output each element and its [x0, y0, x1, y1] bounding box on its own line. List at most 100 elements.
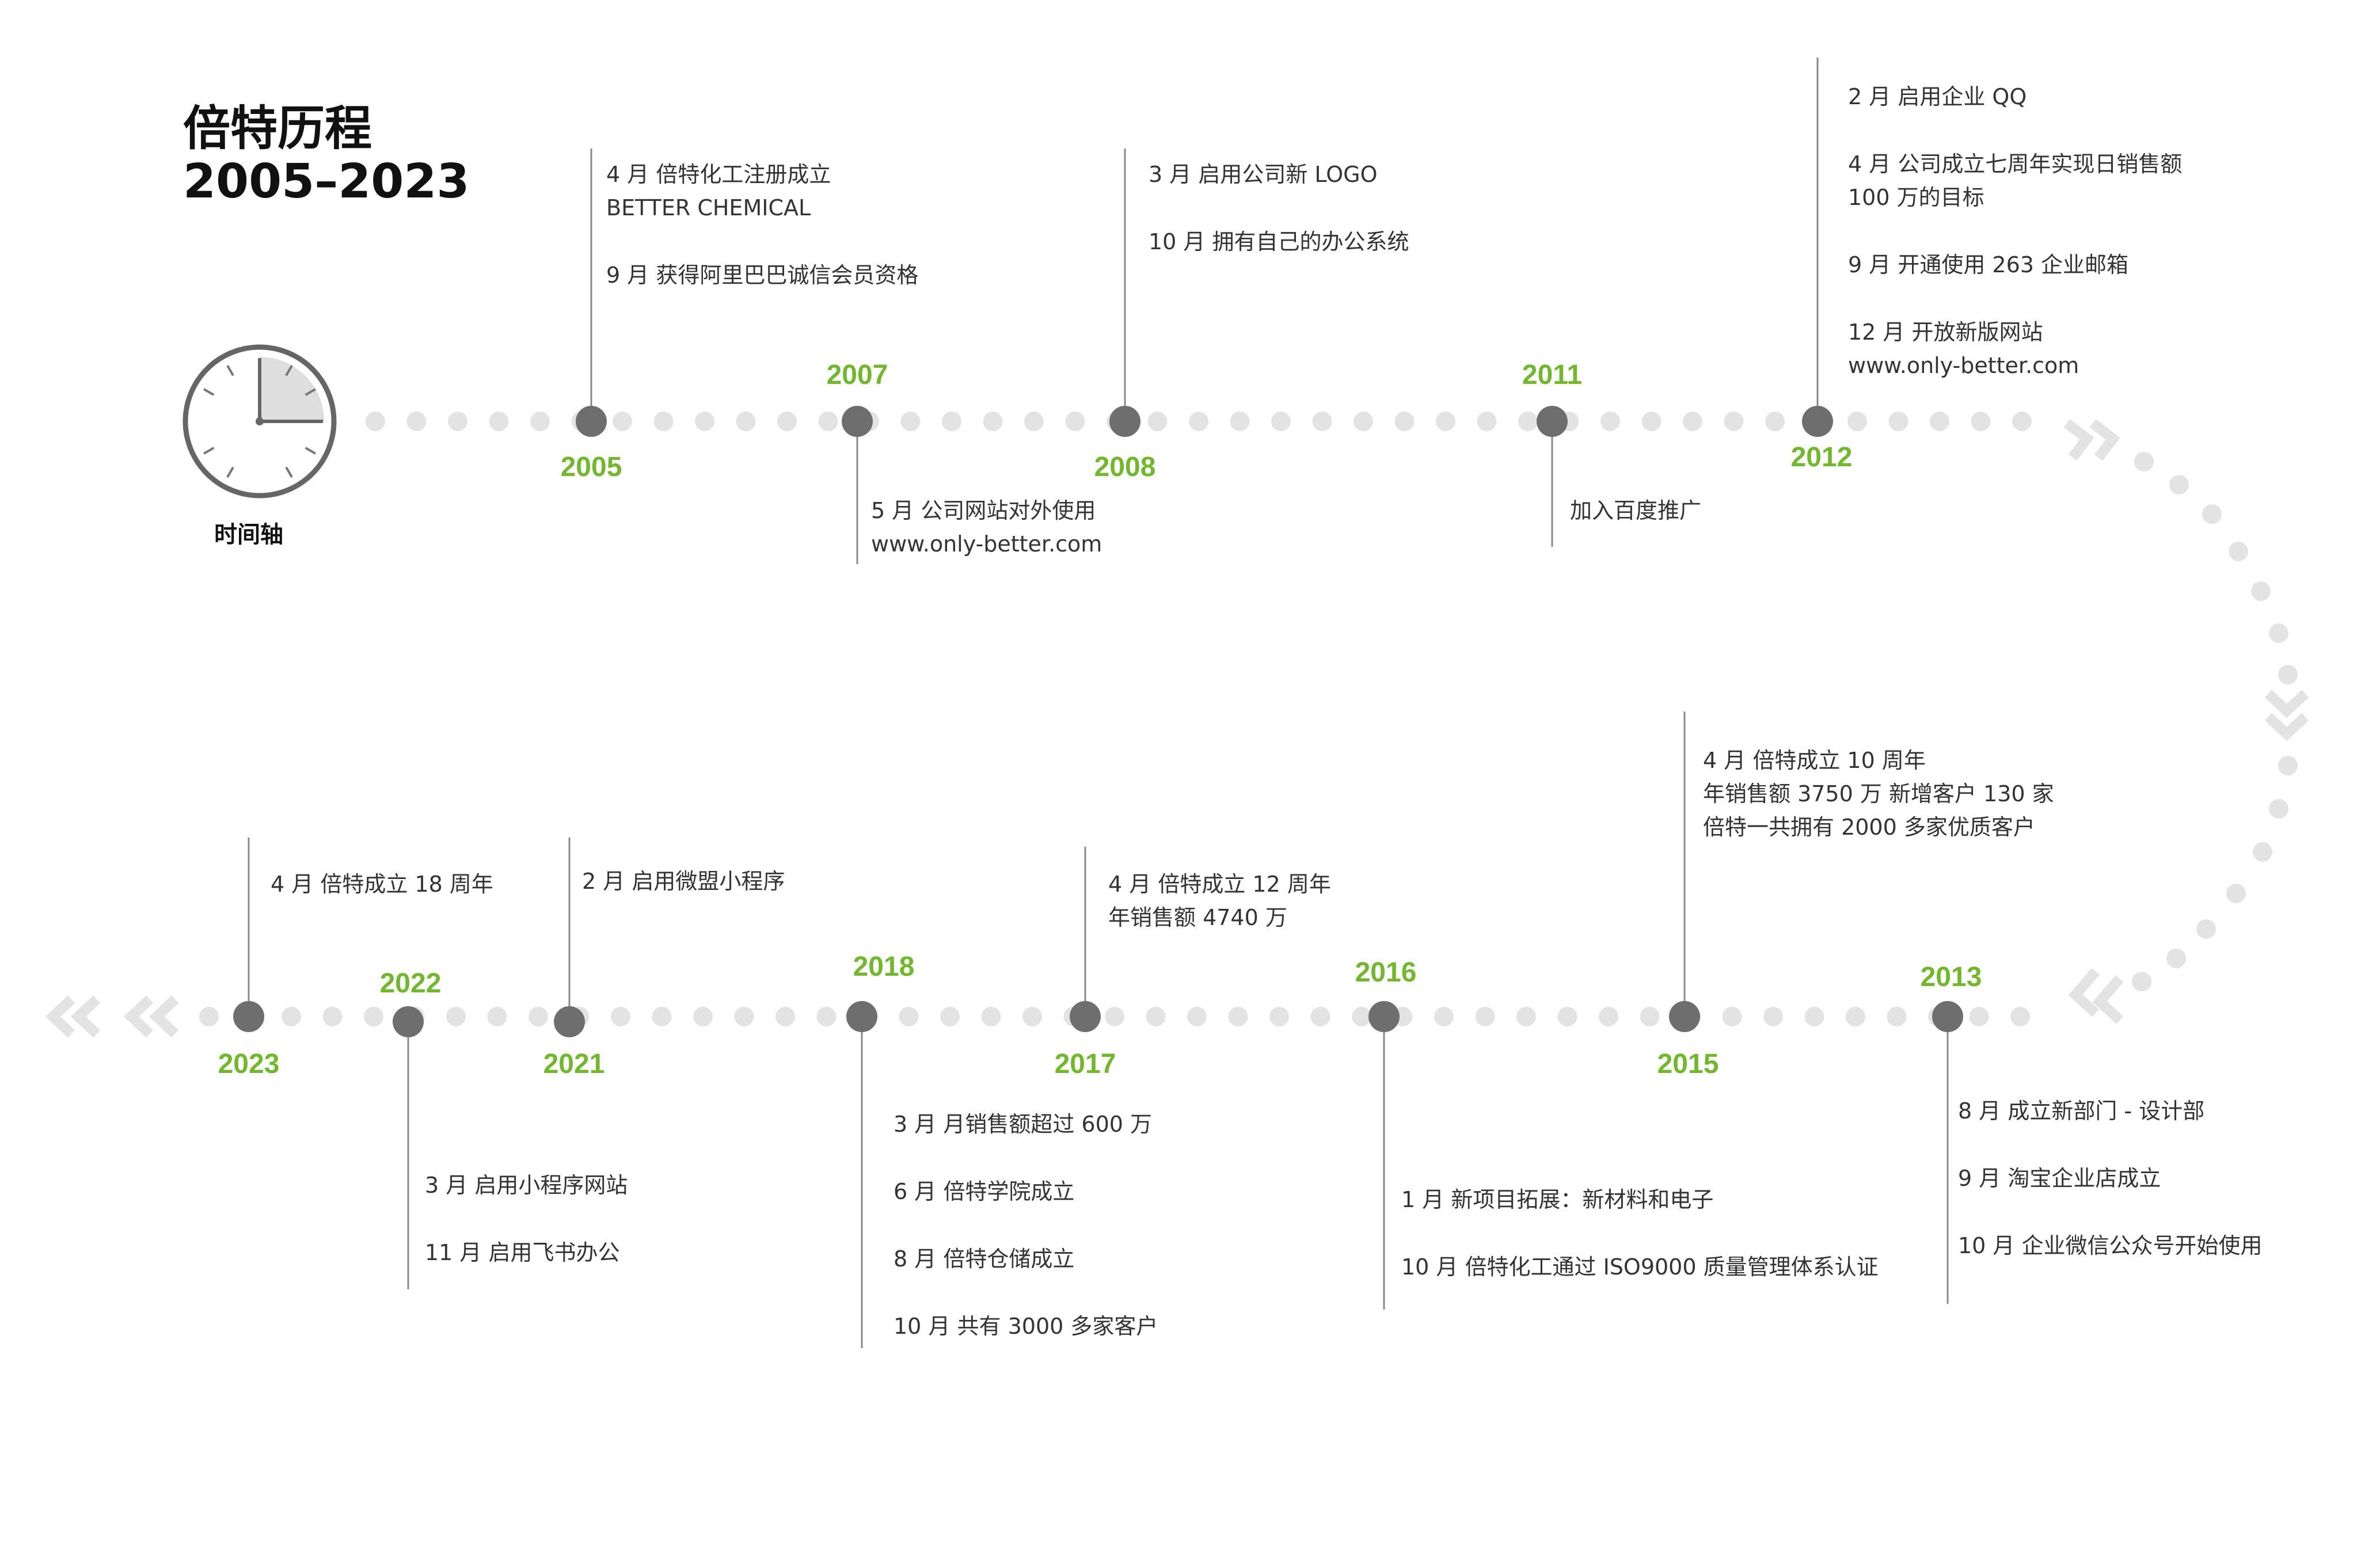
year-label-2017: 2017 [1054, 1049, 1116, 1079]
timeline-dot [2253, 842, 2272, 862]
events-2015: 4 月 倍特成立 10 周年年销售额 3750 万 新增客户 130 家倍特一共… [1703, 744, 2054, 844]
event-text: 2 月 启用微盟小程序 [582, 869, 785, 894]
events-2022: 3 月 启用小程序网站 11 月 启用飞书办公 [425, 1169, 628, 1269]
events-2023: 4 月 倍特成立 18 周年 [271, 867, 493, 901]
event-text: 8 月 倍特仓储成立 [894, 1246, 1075, 1272]
timeline-dot [1640, 1007, 1660, 1026]
double-chevron-right-icon [2063, 418, 2094, 461]
timeline-dot [2010, 1007, 2030, 1026]
timeline-dot [1475, 1007, 1495, 1026]
timeline-dot [695, 412, 714, 431]
event-text: 3 月 月销售额超过 600 万 [894, 1112, 1153, 1137]
timeline-dot [364, 1007, 383, 1026]
timeline-dot [1269, 1007, 1289, 1026]
year-label-2018: 2018 [853, 952, 915, 982]
event-text: 4 月 倍特成立 10 周年 [1703, 748, 1926, 773]
event-text: 年销售额 3750 万 新增客户 130 家 [1703, 781, 2054, 806]
event-text: 5 月 公司网站对外使用 [871, 498, 1096, 523]
event-text: 9 月 淘宝企业店成立 [1958, 1166, 2161, 1191]
year-label-2022: 2022 [379, 968, 442, 999]
double-chevron-right-icon [2089, 418, 2120, 461]
event-text: www.only-better.com [1848, 353, 2079, 378]
double-chevron-down-icon [2264, 713, 2309, 741]
timeline-dot [1888, 412, 1908, 431]
timeline-node-2021 [554, 1006, 585, 1037]
timeline-dot [900, 412, 921, 431]
timeline-dot [1683, 412, 1702, 431]
event-text: 3 月 启用公司新 LOGO [1149, 162, 1378, 187]
timeline-node-2023 [233, 1001, 264, 1032]
timeline-dot [2278, 756, 2298, 775]
event-text: 10 月 企业微信公众号开始使用 [1958, 1233, 2263, 1258]
timeline-dot [1065, 412, 1085, 431]
timeline-dot [1354, 412, 1373, 431]
timeline-dot [282, 1007, 301, 1026]
timeline-dot [613, 412, 632, 431]
year-label-2005: 2005 [560, 452, 622, 482]
timeline-dot [1846, 1007, 1865, 1026]
timeline-dot [1352, 1007, 1371, 1026]
timeline-dot [1105, 1007, 1124, 1026]
timeline-dot [406, 412, 427, 431]
timeline-node-2018 [846, 1001, 877, 1032]
timeline-dot [1641, 412, 1662, 431]
timeline-dot [1147, 412, 1168, 431]
event-text: 2 月 启用企业 QQ [1848, 84, 2027, 109]
event-text: 4 月 倍特成立 12 周年 [1108, 872, 1331, 897]
timeline-dot [1024, 412, 1044, 431]
double-chevron-left-icon [123, 995, 154, 1038]
timeline-dot [2269, 623, 2288, 643]
timeline-node-2008 [1109, 406, 1140, 437]
timeline-node-2005 [576, 406, 607, 437]
event-text: 9 月 开通使用 263 企业邮箱 [1848, 252, 2129, 277]
timeline-dot [487, 1007, 507, 1026]
timeline-dot [446, 1007, 466, 1026]
double-chevron-left-icon [2068, 968, 2100, 1017]
event-text: 10 月 拥有自己的办公系统 [1149, 229, 1409, 254]
timeline-node-2016 [1368, 1001, 1400, 1032]
timeline-dot [2229, 542, 2248, 561]
timeline-dot [2166, 949, 2186, 968]
timeline-dot [1022, 1007, 1042, 1026]
title-years: 2005–2023 [183, 154, 470, 209]
clock-tick [203, 388, 215, 396]
timeline-dot [530, 412, 550, 431]
timeline-dot [366, 412, 385, 431]
timeline-dot [940, 1007, 960, 1026]
double-chevron-left-icon [149, 995, 179, 1038]
timeline-dot [611, 1007, 630, 1026]
events-2008: 3 月 启用公司新 LOGO 10 月 拥有自己的办公系统 [1149, 158, 1409, 258]
events-2018: 3 月 月销售额超过 600 万 6 月 倍特学院成立 8 月 倍特仓储成立 1… [894, 1108, 1158, 1343]
timeline-dot [1228, 1007, 1248, 1026]
clock-label: 时间轴 [214, 522, 283, 548]
year-label-2013: 2013 [1920, 962, 1982, 992]
timeline-node-2015 [1669, 1001, 1700, 1032]
clock-quarter [260, 357, 324, 421]
event-text: 12 月 开放新版网站 [1848, 319, 2043, 345]
timeline-dot [529, 1007, 548, 1026]
event-text: 10 月 倍特化工通过 ISO9000 质量管理体系认证 [1401, 1254, 1879, 1280]
timeline-dot [1394, 412, 1415, 431]
event-text: 11 月 启用飞书办公 [425, 1240, 620, 1265]
timeline-dot [653, 412, 674, 431]
year-label-2015: 2015 [1657, 1049, 1719, 1079]
year-label-2016: 2016 [1355, 957, 1417, 988]
timeline-dot [1599, 1007, 1618, 1026]
timeline-dot [2226, 884, 2246, 903]
timeline-dot [322, 1007, 343, 1026]
timeline-dot [1969, 1007, 1989, 1026]
timeline-dot [775, 1007, 795, 1026]
event-text: 倍特一共拥有 2000 多家优质客户 [1703, 815, 2035, 840]
timeline-dot [777, 412, 797, 431]
timeline-dot [1722, 1007, 1742, 1026]
timeline-dot [2134, 452, 2154, 471]
event-text: www.only-better.com [871, 531, 1102, 557]
event-text: 100 万的目标 [1848, 185, 1984, 210]
timeline-dot [816, 1007, 837, 1026]
timeline-dot [1557, 1007, 1577, 1026]
timeline-dot [1971, 412, 1991, 431]
timeline-dot [1312, 412, 1332, 431]
title-name: 倍特历程 [183, 101, 372, 156]
